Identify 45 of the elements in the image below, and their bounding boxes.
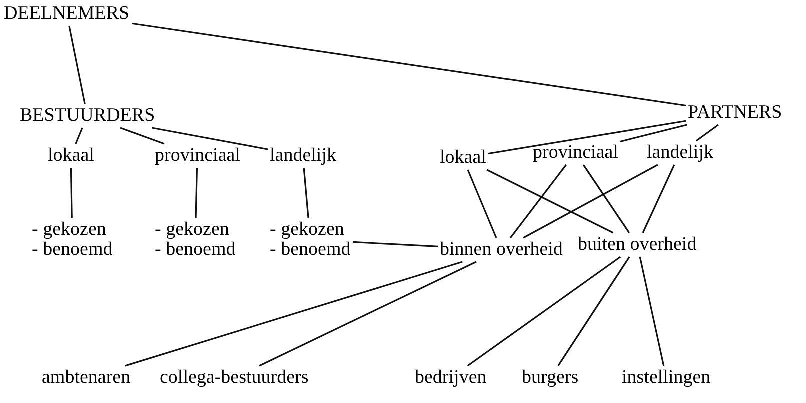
node-label: BESTUURDERS xyxy=(20,106,156,126)
node-label: PARTNERS xyxy=(688,103,782,123)
connector-line xyxy=(303,168,310,218)
node-label: - benoemd xyxy=(155,240,236,260)
connector-line xyxy=(510,164,567,238)
node-label: buiten overheid xyxy=(578,235,697,255)
node-label: provinciaal xyxy=(533,143,618,163)
node-label: burgers xyxy=(522,368,579,388)
connector-line xyxy=(620,124,688,143)
connector-line xyxy=(639,256,665,366)
node-label: instellingen xyxy=(622,368,711,388)
connector-line xyxy=(523,164,658,239)
connector-line xyxy=(120,127,165,145)
connector-line xyxy=(582,164,630,234)
connector-line xyxy=(259,261,477,367)
connector-line xyxy=(467,170,498,238)
connector-line xyxy=(352,241,438,248)
node-label: - benoemd xyxy=(270,240,351,260)
connector-line xyxy=(152,127,268,150)
node-label: DEELNEMERS xyxy=(4,4,130,24)
connector-line xyxy=(486,169,614,234)
connector-line xyxy=(642,164,676,234)
node-label: - gekozen xyxy=(155,220,230,240)
node-label: - benoemd xyxy=(32,240,113,260)
node-label: landelijk xyxy=(647,143,714,163)
node-label: bedrijven xyxy=(415,368,487,388)
node-label: - gekozen xyxy=(32,220,108,240)
connector-line xyxy=(132,22,686,107)
connector-line xyxy=(125,261,463,367)
node-label: binnen overheid xyxy=(440,240,563,260)
connector-line xyxy=(558,256,630,366)
node-label: lokaal xyxy=(440,148,486,168)
connector-line xyxy=(696,124,719,142)
node-label: lokaal xyxy=(48,146,94,166)
node-label: ambtenaren xyxy=(42,368,131,388)
node-label: - gekozen xyxy=(270,220,346,240)
connector-line xyxy=(75,128,84,144)
node-label: landelijk xyxy=(270,146,336,166)
node-label: provinciaal xyxy=(155,146,240,166)
connector-line xyxy=(68,26,86,104)
node-label: collega-bestuurders xyxy=(160,368,309,388)
connector-line xyxy=(467,256,622,367)
connector-line xyxy=(70,168,73,218)
connector-line xyxy=(195,168,198,218)
connector-line xyxy=(488,120,686,155)
